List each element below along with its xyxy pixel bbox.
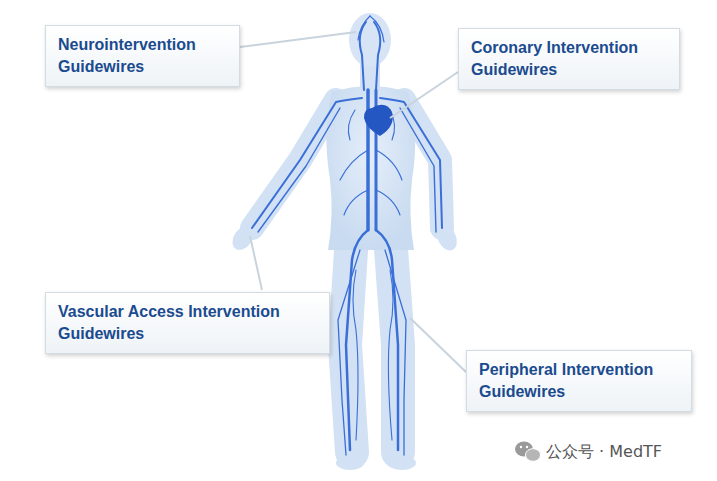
label-box: Coronary Intervention Guidewires: [458, 28, 680, 90]
wechat-icon: [515, 442, 541, 462]
label-box: Neurointervention Guidewires: [45, 25, 240, 87]
heart: [364, 105, 393, 136]
box-text: Peripheral Intervention Guidewires: [479, 359, 679, 403]
label-box: Peripheral Intervention Guidewires: [466, 350, 692, 412]
box-text: Neurointervention Guidewires: [58, 34, 227, 78]
blood-vessels: [252, 16, 442, 455]
label-box: Vascular Access Intervention Guidewires: [45, 292, 330, 354]
foot: [336, 456, 364, 470]
hand: [433, 222, 460, 253]
box-text: Coronary Intervention Guidewires: [471, 37, 667, 81]
foot: [388, 456, 416, 470]
head: [349, 13, 391, 67]
watermark: 公众号 · MedTF: [546, 442, 662, 463]
box-text: Vascular Access Intervention Guidewires: [58, 301, 317, 345]
